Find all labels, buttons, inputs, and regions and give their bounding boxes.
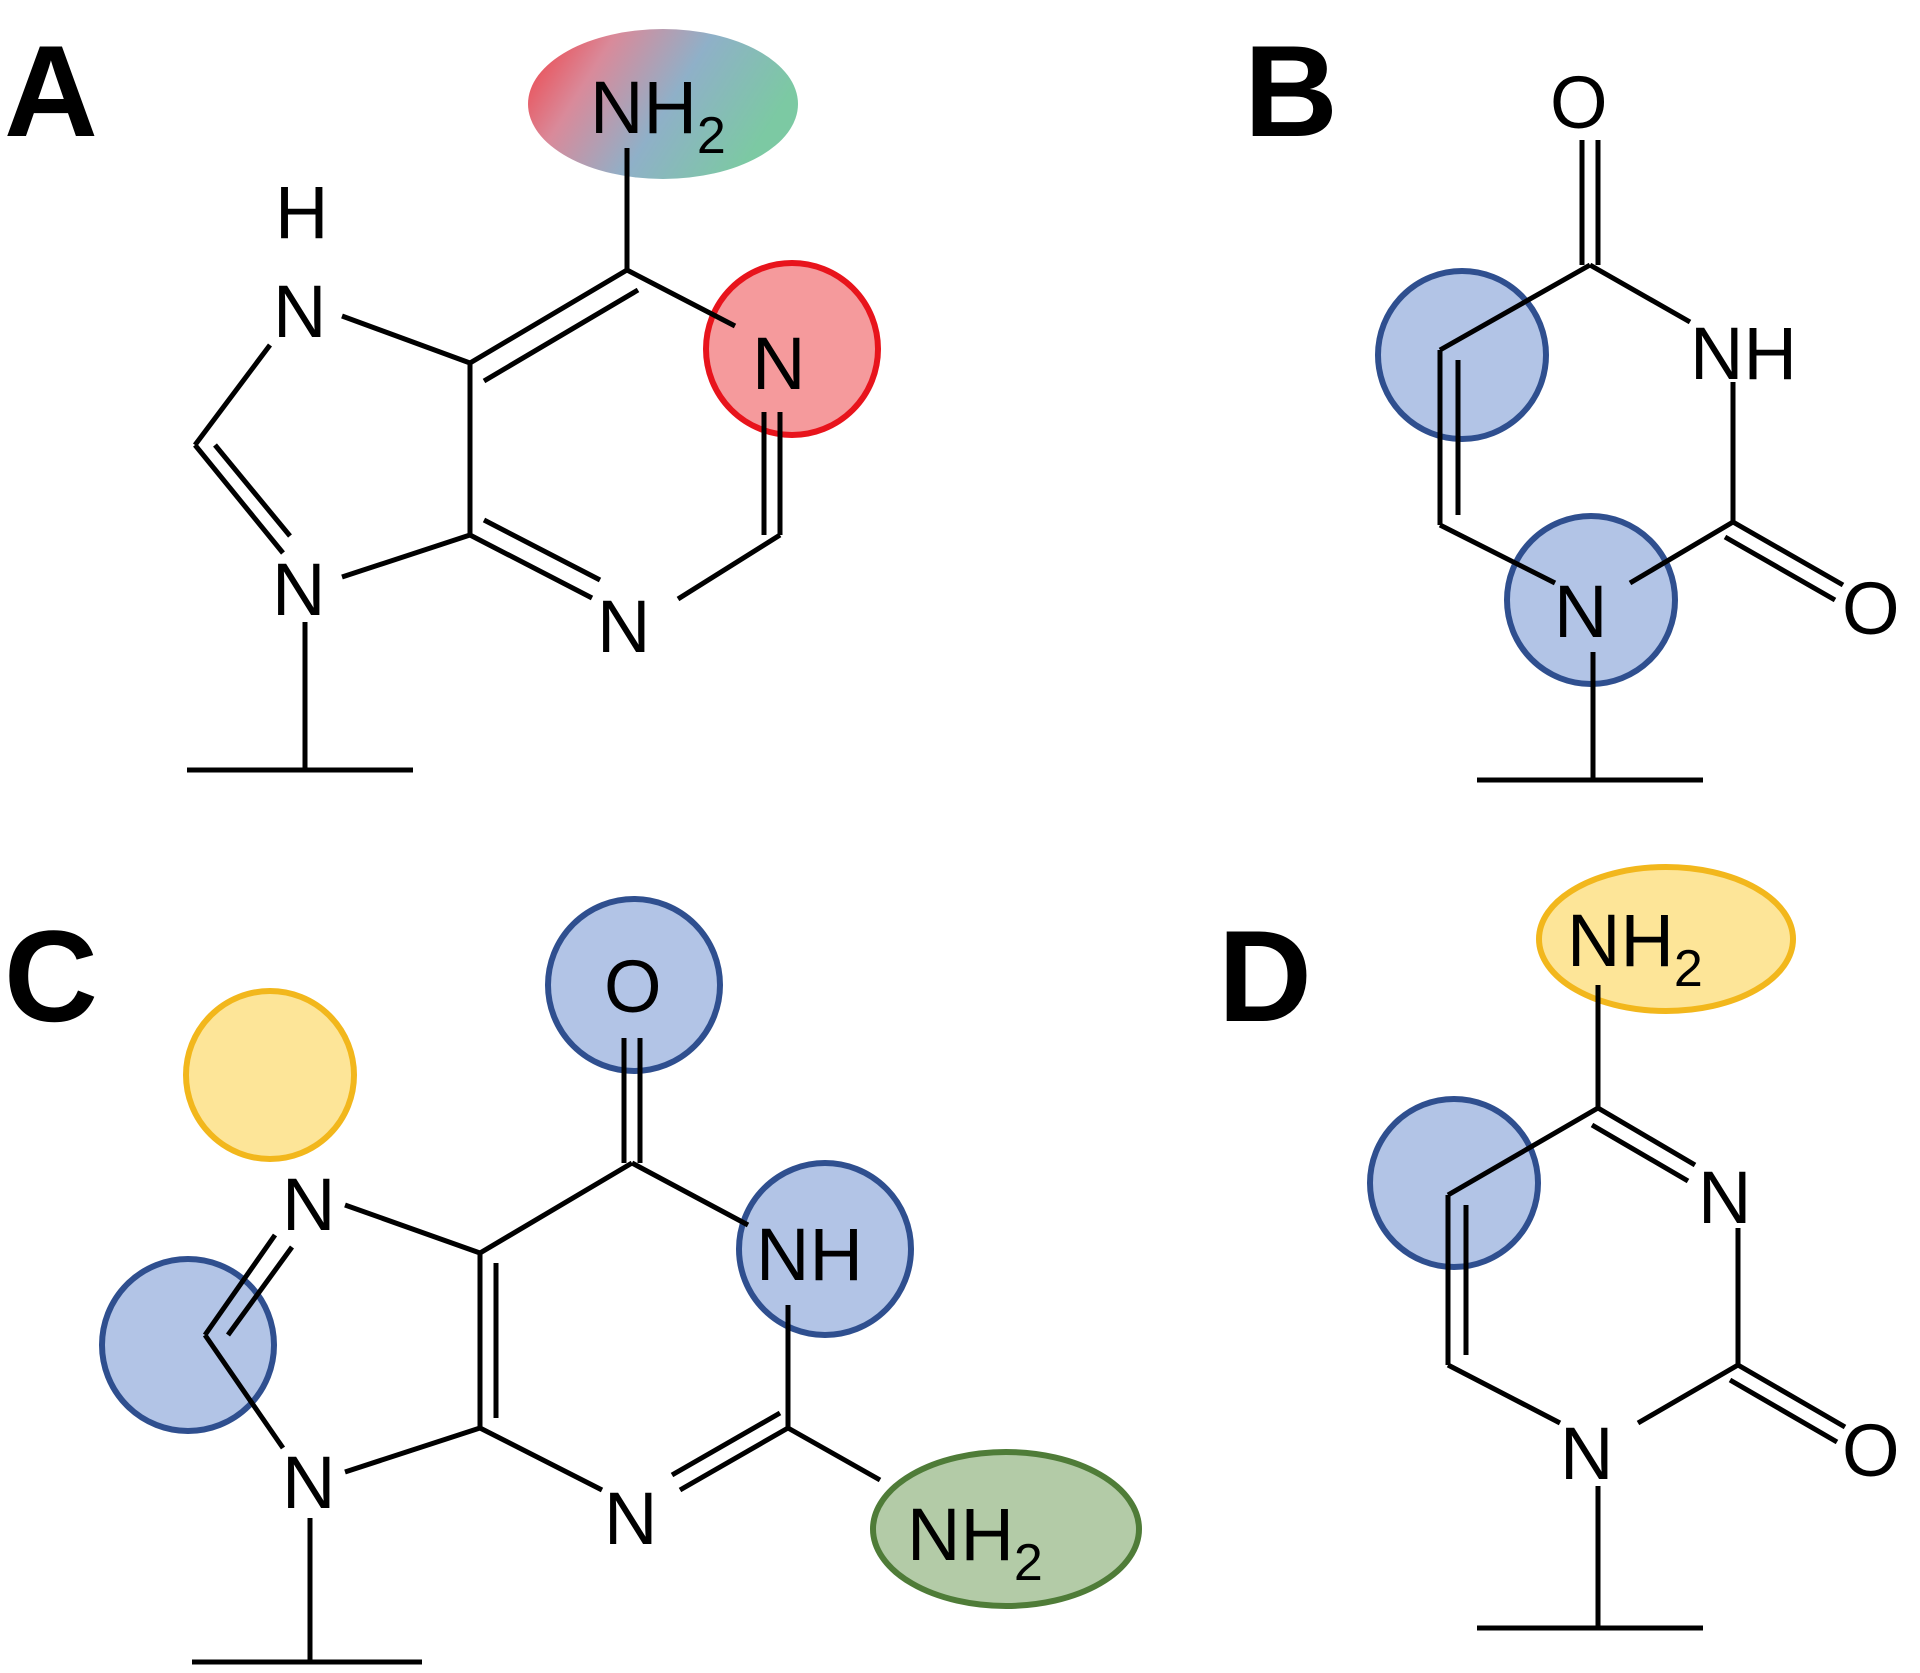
atom-a-n1: N (752, 322, 805, 405)
bond (630, 1160, 750, 1228)
bond (344, 1202, 481, 1256)
atom-b-n1: N (1554, 570, 1607, 653)
bond (786, 1425, 882, 1483)
highlight-c-o6 (545, 896, 723, 1074)
bond (1628, 519, 1735, 586)
bond (1723, 534, 1837, 603)
panel-a-label: A (4, 18, 98, 164)
atom-b-o-top: O (1550, 61, 1608, 144)
bond (670, 1410, 782, 1478)
atom-c-o6: O (604, 945, 662, 1028)
atom-c-nh2: NH2 (907, 1493, 1043, 1592)
bond (1596, 1105, 1697, 1168)
atom-c-n9: N (282, 1441, 335, 1524)
panel-d-label: D (1218, 903, 1312, 1049)
bond (482, 287, 640, 384)
atom-c-n7: N (282, 1163, 335, 1246)
highlight-c-nh (736, 1160, 914, 1338)
highlight-c-n7-top (183, 988, 357, 1162)
atom-a-n7: N (273, 270, 326, 353)
atom-a-n3: N (597, 585, 650, 668)
bond (341, 532, 471, 580)
atom-a-h: H (275, 171, 328, 254)
bond (225, 1245, 295, 1337)
highlight-a-amino (528, 29, 798, 179)
highlight-d-amino (1536, 864, 1796, 1014)
bond (344, 1425, 481, 1475)
panel-b-label: B (1244, 18, 1338, 164)
atom-c-n3: N (604, 1477, 657, 1560)
bond (625, 267, 737, 329)
atom-d-n3: N (1698, 1156, 1751, 1239)
bond (193, 343, 272, 447)
panel-a: A NH2 H N N N N (4, 18, 881, 773)
bond (482, 517, 602, 583)
bond (1636, 1362, 1740, 1426)
panel-c-label: C (4, 903, 98, 1049)
bond (468, 267, 629, 366)
bond (1728, 1377, 1839, 1445)
bond (202, 1233, 278, 1337)
atom-a-n9: N (272, 548, 325, 631)
bond (213, 443, 292, 538)
bond (468, 532, 594, 601)
bond (1438, 522, 1557, 586)
highlight-a-n1 (703, 260, 881, 438)
atom-d-o-right: O (1842, 1409, 1900, 1492)
bond (1590, 1122, 1690, 1184)
atom-d-nh2: NH2 (1567, 899, 1703, 998)
bond (478, 1160, 634, 1256)
bond (1731, 519, 1845, 588)
highlight-b-c5 (1375, 268, 1549, 442)
bond (678, 1425, 790, 1493)
panel-d: D NH2 N N O (1218, 864, 1900, 1631)
bond (676, 532, 782, 602)
atom-c-nh: NH (756, 1213, 863, 1296)
bond (1446, 1362, 1562, 1426)
atom-b-nh: NH (1690, 312, 1797, 395)
atom-d-n1: N (1560, 1412, 1613, 1495)
highlight-c-amino (870, 1449, 1142, 1609)
panel-b: B O NH N O (1244, 18, 1900, 783)
bond (1446, 1105, 1600, 1198)
highlight-d-c5 (1367, 1096, 1541, 1270)
bond (478, 1425, 604, 1493)
bond (1588, 262, 1692, 325)
atom-a-nh2: NH2 (590, 66, 726, 165)
bond (1438, 262, 1592, 353)
bond (341, 313, 471, 366)
bond (1736, 1362, 1847, 1430)
bond (193, 443, 285, 555)
atom-b-o-right: O (1842, 567, 1900, 650)
highlight-c-c8 (99, 1256, 277, 1434)
panel-c: C O N NH N N NH2 (4, 896, 1142, 1665)
bond (202, 1333, 286, 1450)
